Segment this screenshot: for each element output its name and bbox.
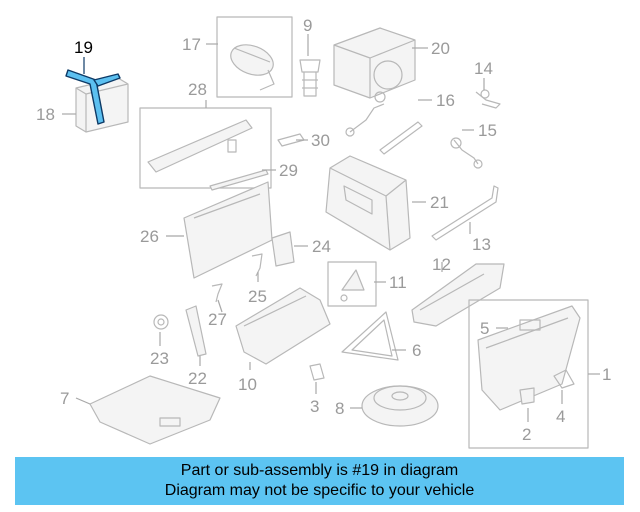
part-25-clip[interactable] [251,253,263,277]
callout-8[interactable]: 8 [335,399,344,418]
callout-28[interactable]: 28 [188,80,207,99]
part-7-floor-mat[interactable] [89,375,221,445]
part-26-panel[interactable] [183,181,273,279]
callout-19[interactable]: 19 [74,38,93,57]
part-17-canister[interactable] [216,16,293,98]
part-14-ring[interactable] [475,89,501,109]
part-29-strip[interactable] [209,169,269,191]
callout-30[interactable]: 30 [311,131,330,150]
callouts: 19 18 17 9 20 14 16 15 28 30 29 21 13 26… [36,16,611,444]
part-24-clip[interactable] [271,231,295,267]
callout-9[interactable]: 9 [303,16,312,35]
callout-15[interactable]: 15 [478,121,497,140]
part-21-tray[interactable] [325,155,411,251]
part-27-clip[interactable] [211,283,223,303]
part-2-clip[interactable] [519,387,535,405]
callout-27[interactable]: 27 [208,310,227,329]
callout-16[interactable]: 16 [436,91,455,110]
callout-3[interactable]: 3 [310,397,319,416]
part-13-rod[interactable] [431,185,499,241]
callout-20[interactable]: 20 [431,39,450,58]
part-18-box[interactable] [75,77,129,133]
part-11-kit[interactable] [327,261,377,307]
callout-10[interactable]: 10 [238,375,257,394]
part-8-holder[interactable] [361,385,439,427]
part-16-wire[interactable] [345,103,385,137]
part-4-clip[interactable] [553,369,575,389]
callout-21[interactable]: 21 [430,193,449,212]
callout-24[interactable]: 24 [312,237,331,256]
part-23-grommet[interactable] [153,314,169,330]
part-12-jack[interactable] [411,263,505,327]
callout-26[interactable]: 26 [140,227,159,246]
leader-lines [62,34,600,422]
callout-7[interactable]: 7 [60,389,69,408]
callout-17[interactable]: 17 [182,35,201,54]
info-banner: Part or sub-assembly is #19 in diagram D… [15,457,624,505]
callout-5[interactable]: 5 [480,319,489,338]
banner-line-1: Part or sub-assembly is #19 in diagram [180,462,459,479]
callout-29[interactable]: 29 [279,161,298,180]
callout-2[interactable]: 2 [522,425,531,444]
callout-6[interactable]: 6 [412,341,421,360]
part-screwdriver[interactable] [379,121,423,155]
callout-13[interactable]: 13 [472,235,491,254]
callout-14[interactable]: 14 [474,59,493,78]
callout-12[interactable]: 12 [432,255,451,274]
callout-25[interactable]: 25 [248,287,267,306]
parts-diagram: 19 18 17 9 20 14 16 15 28 30 29 21 13 26… [36,16,611,449]
part-20-compressor[interactable] [333,27,416,103]
banner-line-2: Diagram may not be specific to your vehi… [164,482,475,499]
part-6-warning-triangle[interactable] [341,311,399,361]
part-15-hook[interactable] [450,137,483,169]
callout-11[interactable]: 11 [389,273,407,292]
callout-1[interactable]: 1 [602,365,611,384]
callout-23[interactable]: 23 [150,349,169,368]
part-3-bolt[interactable] [309,363,325,381]
callout-4[interactable]: 4 [556,407,565,426]
callout-22[interactable]: 22 [188,369,207,388]
part-19-strap[interactable] [65,69,121,125]
part-10-cover[interactable] [235,287,331,365]
part-22-bracket[interactable] [185,305,207,357]
callout-18[interactable]: 18 [36,105,55,124]
part-9-valve[interactable] [299,59,321,97]
